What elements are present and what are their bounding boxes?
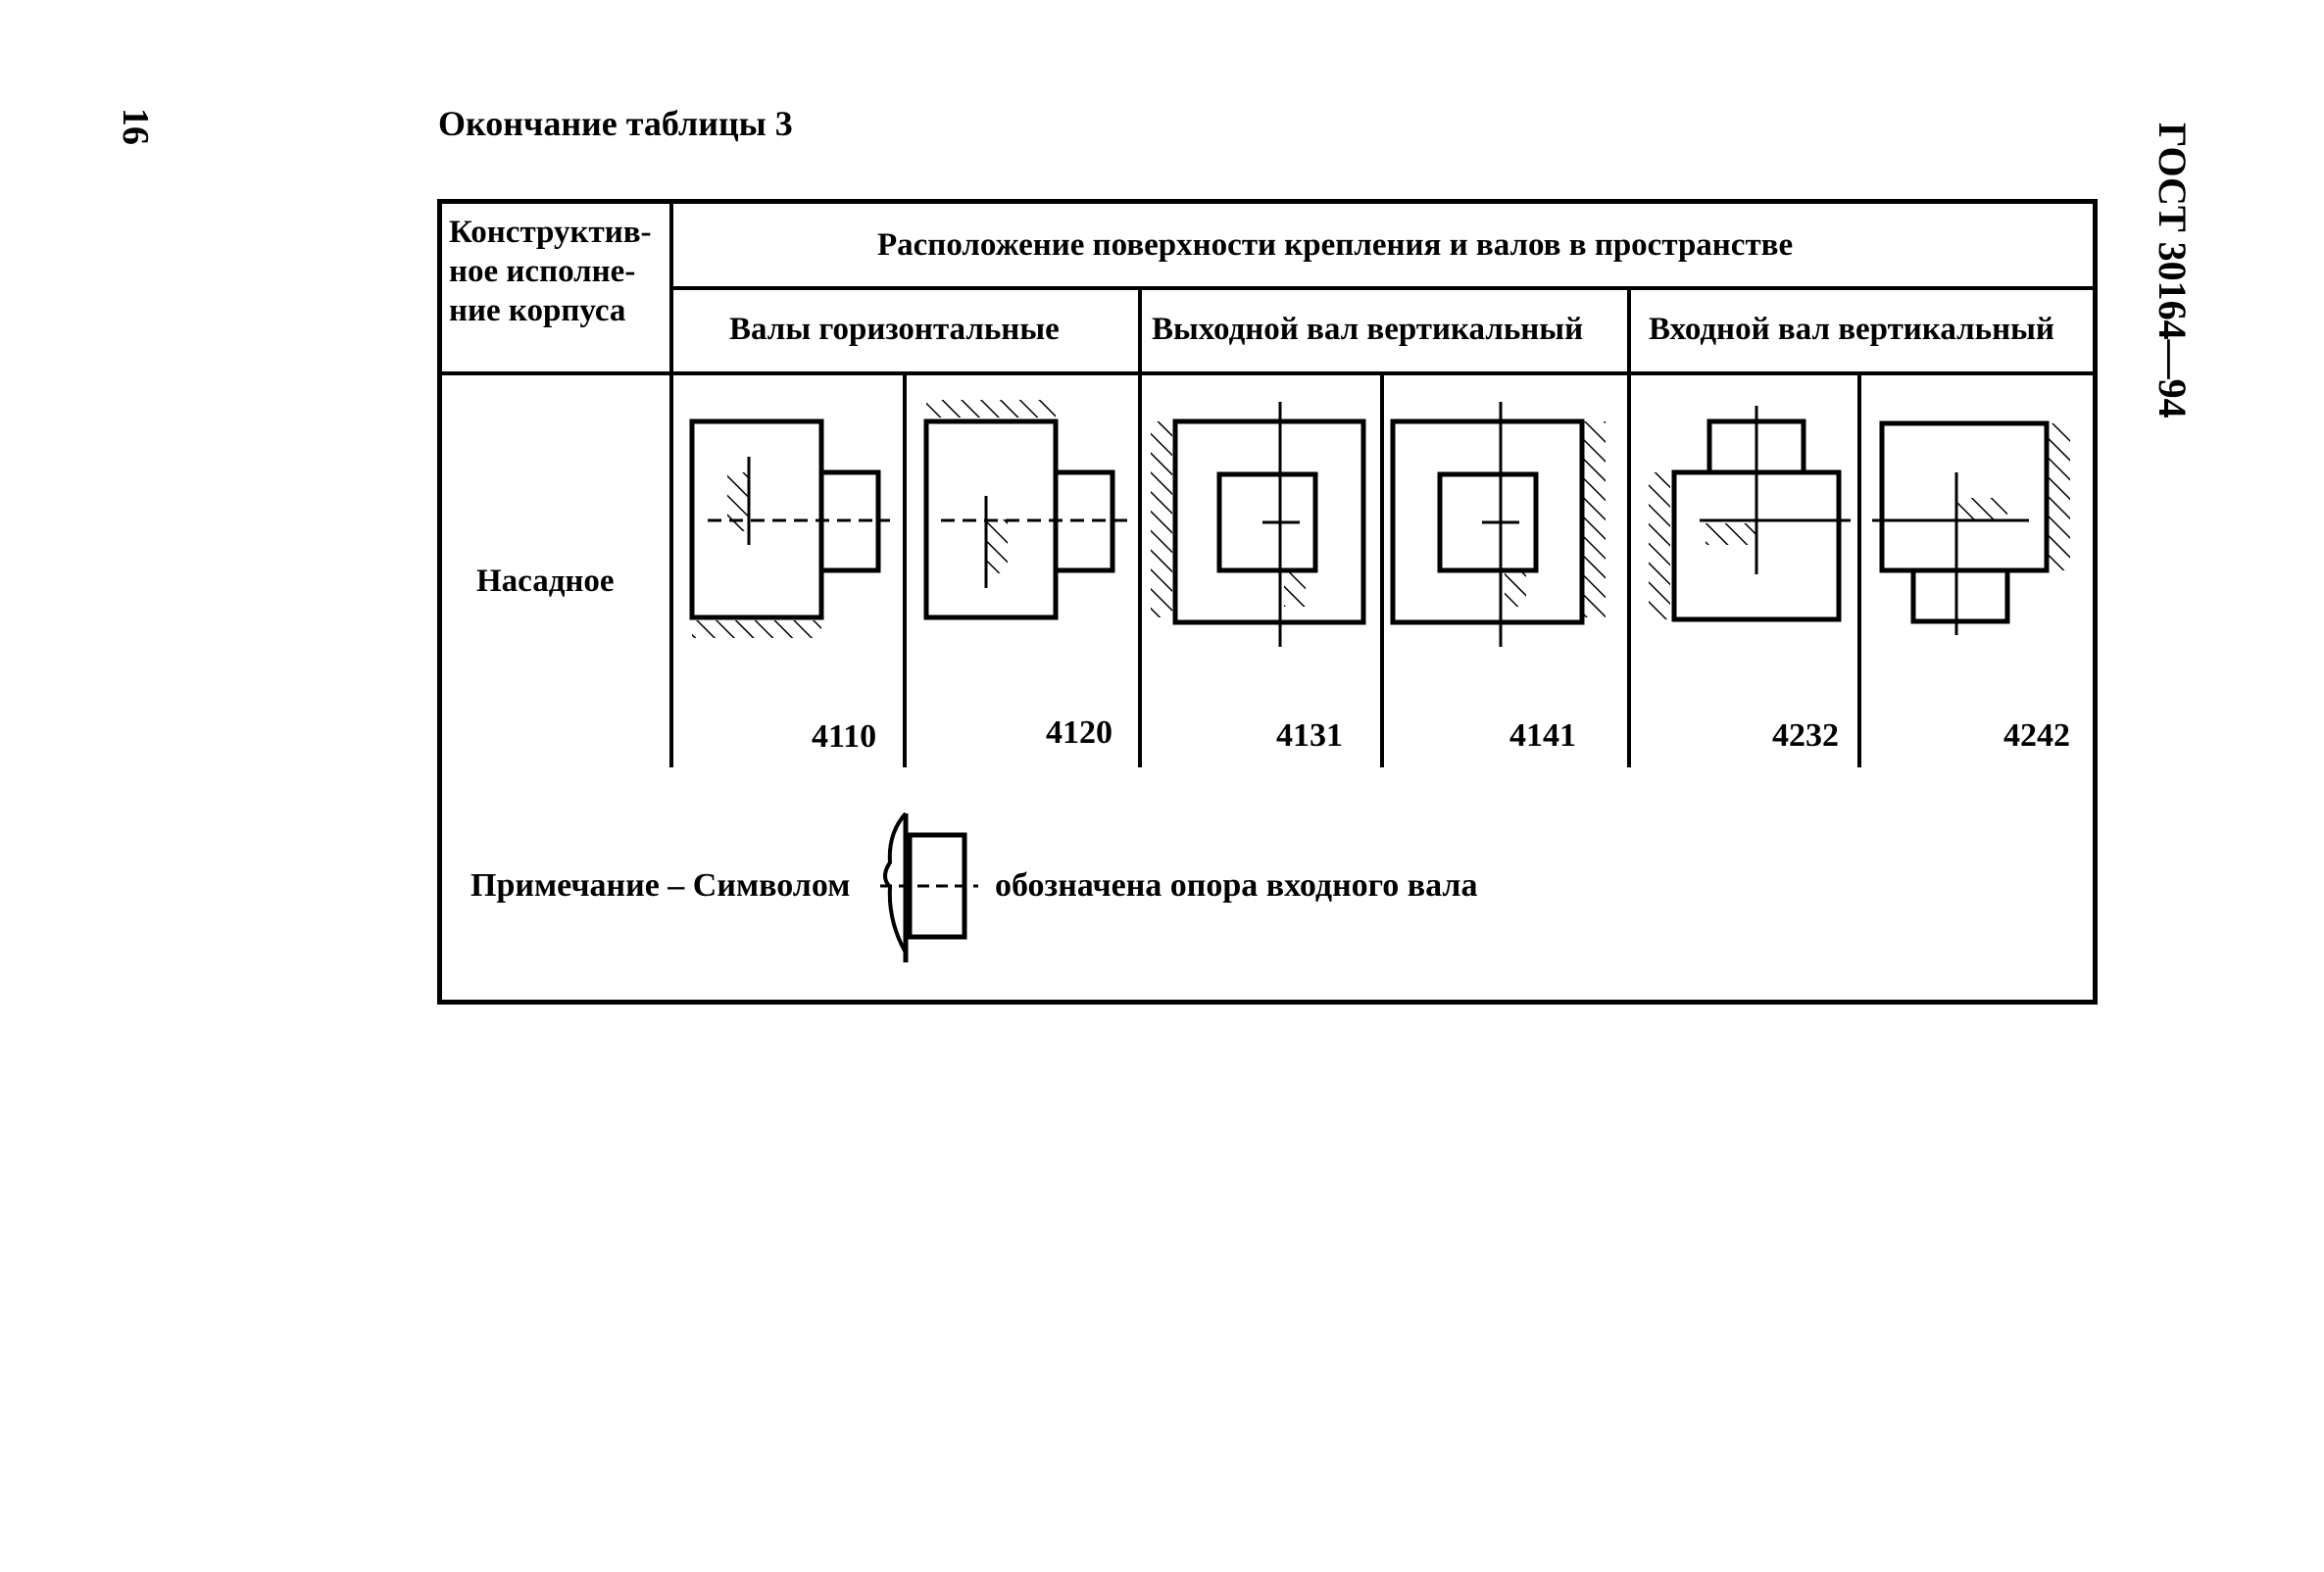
hatch-4131-bearing bbox=[1284, 572, 1306, 607]
code-4232: 4232 bbox=[1772, 717, 1839, 754]
diagram-4141 bbox=[1390, 402, 1606, 647]
header-bottom-line bbox=[437, 371, 2098, 375]
code-4141: 4141 bbox=[1509, 717, 1576, 754]
hatch-4141-bearing bbox=[1505, 572, 1526, 607]
sub-divider-1 bbox=[903, 373, 907, 767]
table-caption: Окончание таблицы 3 bbox=[438, 104, 793, 143]
hatch-4242-right bbox=[2049, 423, 2070, 570]
code-4110: 4110 bbox=[812, 718, 877, 755]
group-divider-1 bbox=[1138, 286, 1142, 767]
col1-header-line1: Конструктив- bbox=[449, 215, 652, 250]
diagram-4120 bbox=[923, 400, 1127, 620]
sub-divider-3 bbox=[1857, 373, 1861, 767]
hatch-4120-bearing bbox=[986, 519, 1008, 573]
diagram-4110 bbox=[689, 418, 890, 638]
note-text-after: обозначена опора входного вала bbox=[995, 867, 1478, 904]
hatch-4232-bearing bbox=[1706, 523, 1756, 545]
hatch-4110-bearing bbox=[727, 472, 749, 531]
diagram-4131 bbox=[1151, 402, 1366, 647]
hatch-4120-top bbox=[926, 400, 1056, 418]
hatch-4110-bottom bbox=[692, 620, 821, 638]
note-text-before: Примечание – Символом bbox=[470, 867, 851, 904]
code-4131: 4131 bbox=[1276, 717, 1343, 754]
col1-header: Конструктив- ное исполне- ние корпуса bbox=[449, 213, 652, 330]
group-header-output-vertical: Выходной вал вертикальный bbox=[1152, 312, 1584, 347]
group-header-horizontal: Валы горизонтальные bbox=[729, 312, 1060, 347]
col1-header-line2: ное исполне- bbox=[449, 254, 636, 289]
group-header-input-vertical: Входной вал вертикальный bbox=[1649, 312, 2054, 347]
diagram-4232 bbox=[1649, 406, 1851, 622]
col1-header-line3: ние корпуса bbox=[449, 293, 626, 328]
row-label: Насадное bbox=[476, 564, 615, 599]
hatch-4131-left bbox=[1151, 421, 1172, 617]
header-divider bbox=[671, 286, 2098, 290]
table-frame bbox=[437, 199, 2098, 1005]
sub-divider-2 bbox=[1380, 373, 1384, 767]
main-header: Расположение поверхности крепления и вал… bbox=[877, 227, 1794, 263]
hatch-4232-left bbox=[1649, 472, 1670, 619]
bearing-symbol-icon bbox=[880, 811, 978, 962]
code-4120: 4120 bbox=[1046, 714, 1113, 751]
code-4242: 4242 bbox=[2003, 717, 2070, 754]
diagram-4242 bbox=[1872, 420, 2070, 635]
first-column-divider bbox=[669, 199, 673, 767]
group-divider-2 bbox=[1627, 286, 1631, 767]
hatch-4242-bearing bbox=[1956, 498, 2007, 519]
hatch-4141-right bbox=[1584, 421, 1606, 617]
